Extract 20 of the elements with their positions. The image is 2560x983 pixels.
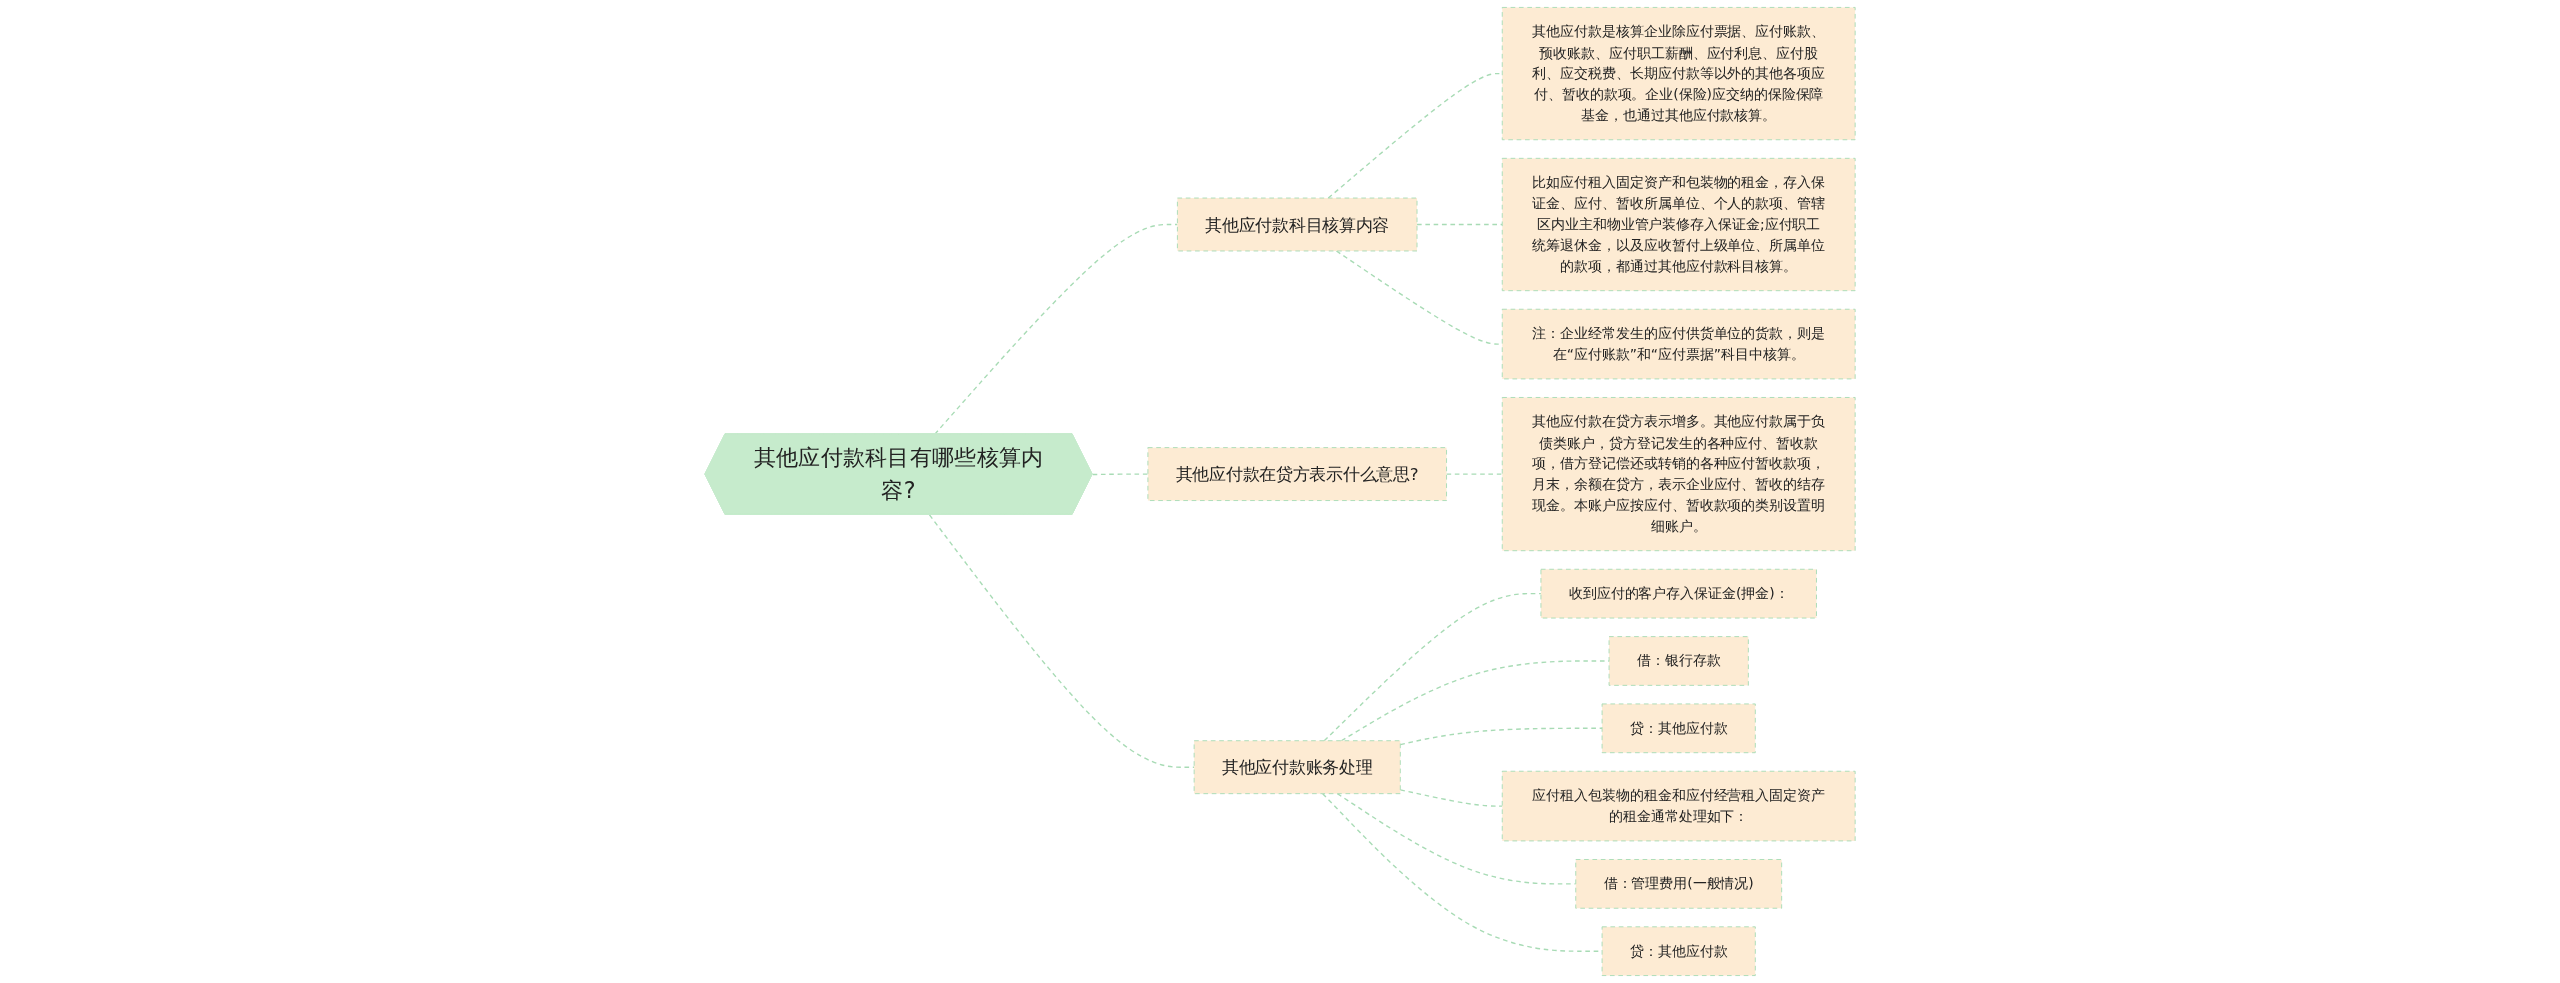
node-box: 其他应付款科目核算内容 [1176, 197, 1418, 252]
node-box: 注：企业经常发生的应付供货单位的货款，则是在“应付账款”和“应付票据”科目中核算。 [1501, 308, 1856, 380]
node-box: 其他应付款账务处理 [1193, 740, 1401, 795]
node-box: 贷：其他应付款 [1601, 926, 1756, 977]
node-box: 借：银行存款 [1608, 636, 1749, 686]
node-box: 应付租入包装物的租金和应付经营租入固定资产的租金通常处理如下： [1501, 770, 1856, 842]
node-box: 比如应付租入固定资产和包装物的租金，存入保证金、应付、暂收所属单位、个人的款项、管辖区内业主和物业管户装修存入保证金;应付职工统筹退休金，以及应收暂付上级单位、所属单位的款项，都通过其他应付款科目核算。 [1501, 157, 1856, 292]
connector [928, 514, 1195, 768]
connector [1399, 789, 1503, 807]
node-box: 贷：其他应付款 [1601, 703, 1756, 754]
node-box: 其他应付款是核算企业除应付票据、应付账款、预收账款、应付职工薪酬、应付利息、应付股利、应交税费、长期应付款等以外的其他各项应付、暂收的款项。企业(保险)应交纳的保险保障基金，也通过其他应付款核算。 [1501, 6, 1856, 141]
node-box: 其他应付款在贷方表示什么意思? [1147, 447, 1447, 501]
connector [1416, 223, 1503, 226]
connector [1091, 473, 1149, 476]
connector [934, 223, 1179, 435]
connector [1445, 473, 1503, 475]
node-box: 其他应付款在贷方表示增多。其他应付款属于负债类账户，贷方登记发生的各种应付、暂收款项，借方登记偿还或转销的各种应付暂收款项，月末，余额在贷方，表示企业应付、暂收的结存现金。本账户应按应付、暂收款项的类别设置明细账户。 [1501, 397, 1856, 552]
node-box: 收到应付的客户存入保证金(押金)： [1540, 568, 1817, 619]
node-box: 借：管理费用(一般情况) [1575, 859, 1783, 909]
connector [1399, 727, 1603, 746]
